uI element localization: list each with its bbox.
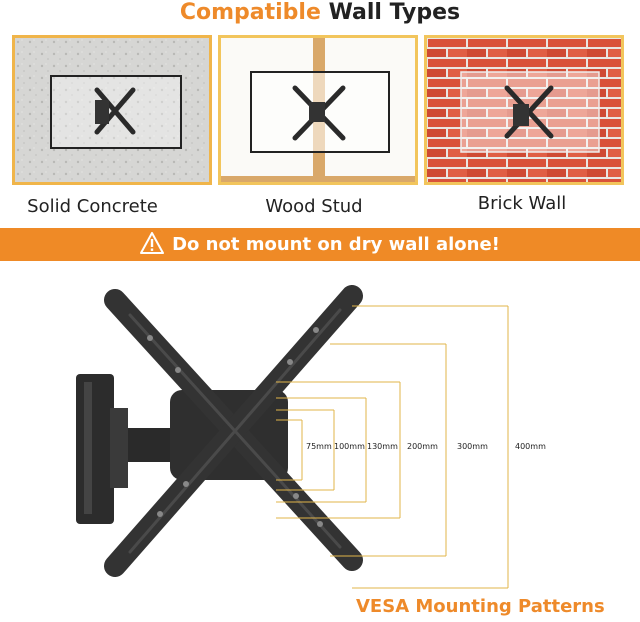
wood-stud-image (221, 38, 415, 182)
vesa-label-75: 75mm (306, 442, 332, 451)
vesa-label-300: 300mm (457, 442, 488, 451)
concrete-wall-image (15, 38, 209, 182)
title-accent: Compatible (179, 0, 321, 25)
wall-panel-concrete (12, 35, 212, 185)
vesa-label-100: 100mm (334, 442, 365, 451)
wall-label-wood: Wood Stud (265, 196, 363, 217)
wall-label-brick: Brick Wall (477, 193, 567, 214)
vesa-title: VESA Mounting Patterns (356, 596, 605, 617)
page-title: Compatible Wall Types (0, 0, 640, 28)
brick-wall-image (427, 38, 621, 182)
vesa-label-200: 200mm (407, 442, 438, 451)
mount-bracket-image (76, 285, 509, 589)
vesa-label-400: 400mm (515, 442, 546, 451)
wall-panel-wood (218, 35, 418, 185)
title-rest: Wall Types (328, 0, 461, 25)
wall-panel-brick (424, 35, 624, 185)
warning-banner: Do not mount on dry wall alone! (0, 228, 640, 261)
warning-text: Do not mount on dry wall alone! (172, 234, 500, 255)
warning-triangle-icon (140, 231, 165, 258)
vesa-label-130: 130mm (367, 442, 398, 451)
tv-mount-diagram: 75mm 100mm 130mm 200mm 300mm 400mm (0, 270, 640, 590)
wall-label-concrete: Solid Concrete (27, 196, 158, 217)
